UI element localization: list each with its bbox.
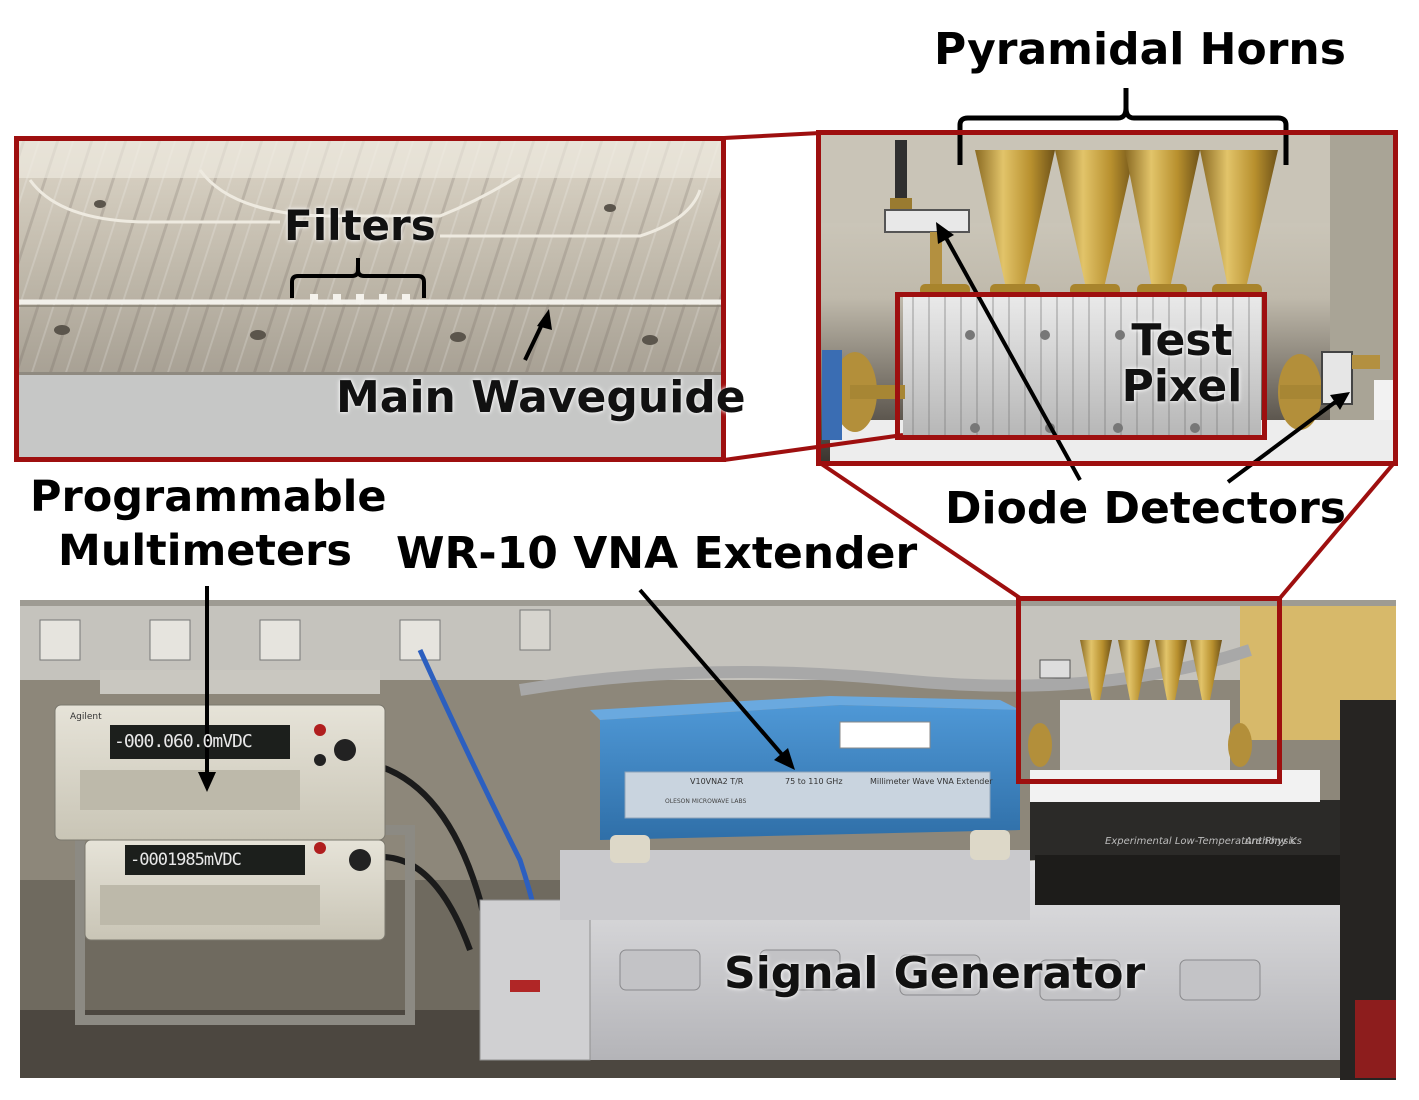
test-pixel-block-frame <box>895 292 1267 440</box>
book-author-text: Anthony K <box>1245 836 1297 847</box>
extender-maker-text: OLESON MICROWAVE LABS <box>665 798 747 805</box>
programmable-multimeters-label: Programmable Multimeters <box>30 470 387 578</box>
main-waveguide-label: Main Waveguide <box>336 372 746 423</box>
test-pixel-label-line2: Pixel <box>1121 361 1243 413</box>
vna-extender-label: WR-10 VNA Extender <box>396 528 918 579</box>
test-pixel-label: Test Pixel <box>1112 315 1252 413</box>
diode-detectors-label: Diode Detectors <box>945 483 1346 534</box>
test-pixel-inset-frame <box>816 130 1398 466</box>
extender-range-text: 75 to 110 GHz <box>785 777 843 786</box>
signal-generator-label: Signal Generator <box>724 948 1146 999</box>
extender-title-text: Millimeter Wave VNA Extender <box>870 777 993 786</box>
filter-plate-inset-frame <box>14 136 726 462</box>
programmable-label-line1: Programmable <box>30 472 387 522</box>
dmm1-display: -000.060.0mVDC <box>114 731 253 752</box>
programmable-label-line2: Multimeters <box>58 526 352 577</box>
dmm1-brand: Agilent <box>70 712 102 722</box>
pyramidal-horns-label: Pyramidal Horns <box>934 24 1346 75</box>
book-title-text: Experimental Low-Temperature Physics <box>1105 836 1302 847</box>
bench-setup-highlight-frame <box>1016 596 1282 784</box>
test-pixel-label-line1: Test <box>1131 315 1233 366</box>
extender-model-text: V10VNA2 T/R <box>690 777 744 786</box>
dmm2-display: -0001985mVDC <box>130 850 242 870</box>
filters-label: Filters <box>284 201 436 250</box>
